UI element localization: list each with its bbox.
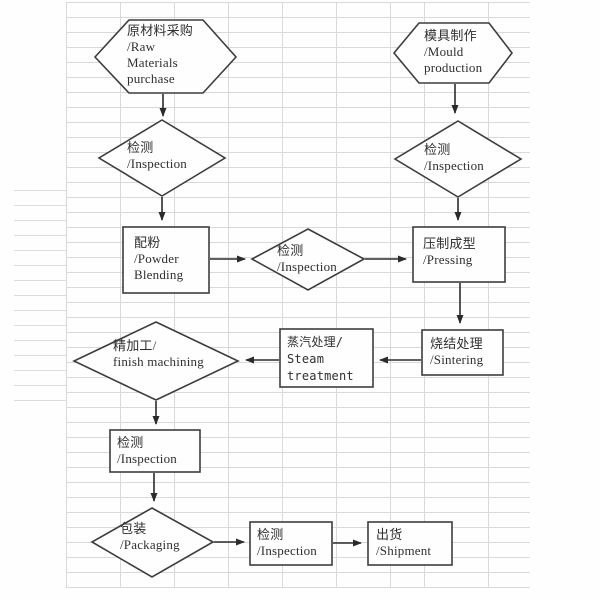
node-powder-blending-label: 配粉 /Powder Blending [134, 235, 184, 282]
node-inspection-raw-label: 检测 /Inspection [127, 140, 187, 171]
node-pressing[interactable] [412, 226, 506, 283]
grid-column-line [488, 2, 489, 588]
node-sintering[interactable] [421, 329, 504, 376]
node-inspection-packaging[interactable] [249, 521, 333, 566]
node-inspection-finish[interactable] [109, 429, 201, 473]
node-inspection-raw[interactable] [97, 119, 227, 197]
node-steam-treatment-label: 蒸汽处理/ Steam treatment [287, 335, 354, 383]
node-inspection-mould-label: 检测 /Inspection [424, 142, 484, 173]
node-pressing-label: 压制成型 /Pressing [423, 236, 476, 267]
node-raw-materials[interactable] [93, 19, 238, 94]
node-packaging[interactable] [90, 507, 215, 578]
grid-column-line [336, 2, 337, 588]
node-raw-materials-label: 原材料采购 /Raw Materials purchase [127, 23, 194, 86]
spreadsheet-grid-left [14, 190, 66, 402]
spreadsheet-grid [66, 2, 530, 588]
node-powder-blending[interactable] [122, 226, 210, 294]
node-sintering-label: 烧结处理 /Sintering [430, 336, 484, 367]
node-packaging-label: 包装 /Packaging [120, 521, 180, 552]
grid-column-line [174, 2, 175, 588]
node-inspection-powder[interactable] [250, 228, 366, 291]
grid-column-line [424, 2, 425, 588]
node-inspection-packaging-label: 检测 /Inspection [257, 527, 317, 558]
node-inspection-powder-label: 检测 /Inspection [277, 243, 337, 274]
node-finish-machining[interactable] [72, 321, 240, 401]
node-finish-machining-label: 精加工/ finish machining [113, 338, 204, 369]
node-shipment-label: 出货 /Shipment [376, 527, 432, 558]
grid-column-line [282, 2, 283, 588]
grid-column-line [120, 2, 121, 588]
node-mould-production[interactable] [392, 22, 514, 84]
node-inspection-mould[interactable] [393, 120, 523, 198]
grid-column-line [228, 2, 229, 588]
node-mould-production-label: 模具制作 /Mould production [424, 28, 483, 75]
node-steam-treatment[interactable] [279, 328, 374, 388]
node-inspection-finish-label: 检测 /Inspection [117, 435, 177, 466]
grid-column-line [66, 2, 67, 588]
node-shipment[interactable] [367, 521, 453, 566]
grid-column-line [390, 2, 391, 588]
